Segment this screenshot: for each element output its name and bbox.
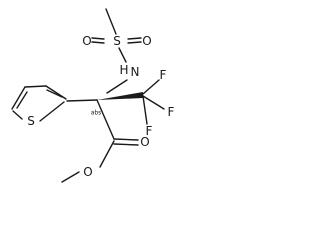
bond-thiophene-c2-c3 xyxy=(45,85,67,100)
bond-thiophene-c4-c5-inner xyxy=(16,91,28,109)
bond-methyl-sulfur xyxy=(105,8,117,35)
atom-carbonyl-oxygen: O xyxy=(140,135,149,149)
bond-thiophene-stereocenter xyxy=(66,99,98,102)
bond-carbonyl-ester-oxygen xyxy=(99,140,115,168)
bond-sulfur-nitrogen xyxy=(118,47,127,63)
bond-cf3-fluorine-bottom xyxy=(142,95,148,125)
bond-stereocenter-carbonyl xyxy=(96,99,115,140)
atom-amide-hydrogen: H xyxy=(119,63,128,77)
bond-cf3-fluorine-right xyxy=(142,95,165,110)
bond-sulfur-oxygen-left-a xyxy=(91,37,105,40)
atom-sulfonyl-oxygen-right: O xyxy=(142,34,151,48)
stereo-descriptor-label: abs xyxy=(91,110,102,117)
atom-fluorine-right: F xyxy=(168,105,175,119)
bond-nitrogen-stereocenter xyxy=(106,79,128,94)
bond-thiophene-c5-sulfur xyxy=(12,110,23,120)
bond-ester-oxygen-methyl xyxy=(61,171,80,183)
atom-fluorine-bottom: F xyxy=(146,124,153,138)
atom-amide-nitrogen: N xyxy=(131,65,140,79)
bond-thiophene-sulfur-c2 xyxy=(39,101,65,122)
bond-cf3-fluorine-top xyxy=(142,79,160,95)
bond-carbonyl-oxygen-b xyxy=(113,143,139,146)
bond-thiophene-c3-c4 xyxy=(24,85,47,88)
atom-thiophene-sulfur: S xyxy=(27,114,35,128)
atom-sulfonyl-sulfur: S xyxy=(113,34,121,48)
atom-fluorine-top: F xyxy=(160,68,167,82)
bond-thiophene-c2-c3-inner xyxy=(46,89,63,98)
bond-thiophene-c4-c5 xyxy=(11,86,26,110)
bond-carbonyl-oxygen-a xyxy=(113,138,139,141)
wedge-bond-stereocenter-cf3 xyxy=(97,92,143,100)
atom-sulfonyl-oxygen-left: O xyxy=(82,34,91,48)
atom-ester-oxygen: O xyxy=(83,165,92,179)
structure-diagram: S O O H N S abs F F F O O xyxy=(11,8,175,183)
bond-sulfur-oxygen-right-b xyxy=(127,41,142,44)
bond-sulfur-oxygen-left-b xyxy=(91,41,105,44)
bond-sulfur-oxygen-right-a xyxy=(127,37,142,40)
